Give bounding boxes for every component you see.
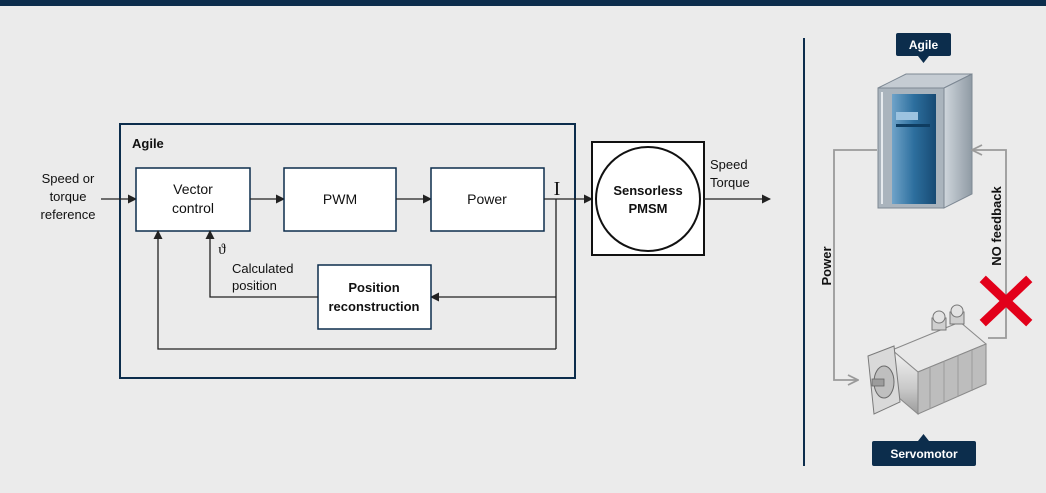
output-label-line1: Speed bbox=[710, 157, 748, 172]
theta-symbol: ϑ bbox=[218, 242, 226, 258]
vector-control-line2: control bbox=[172, 200, 214, 216]
position-label-line2: reconstruction bbox=[328, 299, 419, 314]
power-label: Power bbox=[467, 191, 507, 207]
motor-label-line1: Sensorless bbox=[613, 183, 682, 198]
output-label-line2: Torque bbox=[710, 175, 750, 190]
no-feedback-gray-arrow bbox=[972, 150, 1007, 339]
agile-box-title: Agile bbox=[132, 136, 164, 151]
servomotor-icon bbox=[867, 304, 987, 416]
input-label-line3: reference bbox=[41, 207, 96, 222]
power-gray-arrow bbox=[833, 149, 877, 380]
position-reconstruction-box bbox=[317, 264, 432, 330]
no-feedback-label: NO feedback bbox=[989, 185, 1004, 265]
vector-control-line1: Vector bbox=[173, 181, 213, 197]
servomotor-badge bbox=[872, 441, 976, 466]
input-label-line1: Speed or bbox=[42, 171, 95, 186]
motor-label-line2: PMSM bbox=[629, 201, 668, 216]
agile-box bbox=[119, 123, 576, 379]
drive-unit-icon bbox=[877, 73, 973, 209]
power-vertical-label: Power bbox=[819, 246, 834, 285]
cross-icon bbox=[979, 275, 1033, 327]
current-symbol: I bbox=[554, 178, 561, 200]
position-label-line1: Position bbox=[348, 280, 399, 295]
current-feedback-arrow bbox=[153, 230, 556, 350]
pwm-label: PWM bbox=[323, 191, 357, 207]
agile-badge-label: Agile bbox=[909, 38, 939, 52]
agile-badge-pointer bbox=[918, 56, 929, 63]
vector-control-box bbox=[135, 167, 251, 232]
calculated-label-line1: Calculated bbox=[232, 261, 293, 276]
top-rule bbox=[0, 0, 1046, 6]
servomotor-badge-pointer bbox=[918, 434, 929, 441]
position-feedback-arrow bbox=[205, 230, 318, 298]
input-label-line2: torque bbox=[50, 189, 87, 204]
agile-badge bbox=[896, 33, 951, 56]
servomotor-badge-label: Servomotor bbox=[890, 447, 958, 461]
calculated-label-line2: position bbox=[232, 278, 277, 293]
motor-circle bbox=[595, 146, 701, 252]
